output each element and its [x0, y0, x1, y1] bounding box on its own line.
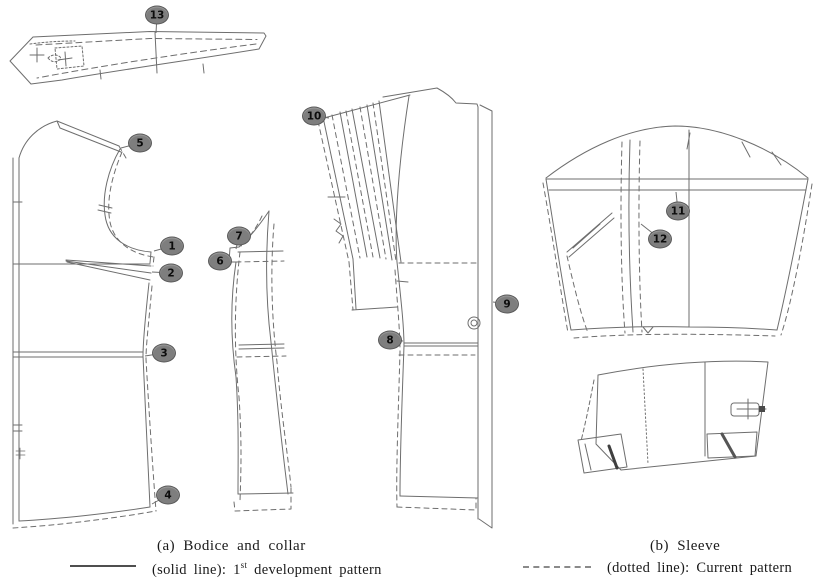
strips-bottom-closure: [351, 258, 398, 311]
cuff-vent-rect: [577, 433, 628, 474]
dotted-line-swatch: [523, 566, 591, 568]
front-hem: [399, 495, 479, 499]
cuff-lower-vent-bar: [720, 432, 737, 459]
upper-sleeve-pattern: [542, 125, 813, 339]
cuff-left-dashed: [580, 379, 595, 442]
collar-buttonhole-details: [29, 40, 85, 70]
marker-11: 11: [666, 201, 690, 221]
back-dart-lines: [65, 259, 152, 281]
sleeve-left-edge: [545, 178, 572, 331]
armhole-notch: [97, 204, 113, 214]
back-shoulder-tip-dashed: [118, 145, 127, 159]
front-neck-shoulder: [382, 87, 479, 108]
sleeve-inner-seam: [628, 139, 634, 333]
front-waist-lines: [403, 342, 479, 347]
front-left-edge-dashed: [394, 269, 401, 508]
back-shoulder: [56, 120, 122, 153]
front-facing-edge: [478, 104, 493, 529]
sleeve-elbow-dart: [566, 212, 615, 258]
back-armhole: [103, 148, 152, 253]
caption-panel-a: (a) Bodice and collar: [157, 538, 306, 554]
back-neck-curve: [18, 120, 58, 159]
marker-5: 5: [128, 133, 152, 153]
legend-a-pre: (solid line): 1: [152, 561, 241, 578]
sleeve-right-edge-dashed: [780, 183, 813, 336]
lower-sleeve-pattern: [577, 360, 769, 474]
front-button-inner: [470, 319, 478, 327]
cuff-lower-vent: [706, 431, 758, 459]
front-notch: [327, 196, 409, 283]
marker-10: 10: [302, 106, 326, 126]
sleeve-right-edge: [776, 178, 809, 331]
back-armhole-dashed: [108, 151, 155, 258]
back-bodice-pattern: [12, 120, 157, 529]
marker-7: 7: [227, 226, 251, 246]
side-panel-waist-dashed: [236, 355, 287, 358]
front-button: [467, 316, 481, 330]
side-panel-chest-dashed: [235, 260, 285, 263]
marker-12: 12: [648, 229, 672, 249]
sleeve-cap-curve: [545, 125, 809, 179]
legend-a-sup: st: [240, 560, 248, 570]
marker-6: 6: [208, 251, 232, 271]
side-panel-left-edge: [231, 261, 239, 495]
cb-notches: [12, 201, 23, 432]
cb-grainline-mark: [15, 447, 26, 460]
cuff-placket-button: [759, 406, 765, 412]
sleeve-left-edge-dashed: [542, 182, 569, 334]
marker-1: 1: [160, 236, 184, 256]
back-hem: [18, 506, 151, 522]
collar-cross-marks: [29, 47, 73, 67]
side-panel-waist-lines: [238, 343, 285, 350]
collar-inner-dashed-bottom: [36, 43, 257, 79]
strips-solid-lines: [322, 100, 402, 263]
center-back-lines: [12, 157, 20, 525]
marker-3: 3: [152, 343, 176, 363]
back-hem-dashed: [12, 510, 157, 529]
collar-notches: [99, 63, 205, 80]
legend-panel-b: (dotted line): Current pattern: [607, 560, 793, 576]
legend-a-post: development pattern: [247, 561, 382, 578]
side-panel-chest-line: [237, 250, 284, 253]
marker-8: 8: [378, 330, 402, 350]
back-side-seam: [142, 251, 152, 508]
strips-vent-zigzag: [333, 218, 344, 244]
marker-9: 9: [495, 294, 519, 314]
marker-2: 2: [159, 263, 183, 283]
collar-center-line: [154, 32, 158, 74]
strips-dashed-lines: [317, 102, 397, 263]
marker-4: 4: [156, 485, 180, 505]
sleeve-inner-seam-dashed: [620, 140, 643, 334]
collar-inner-dashed-top: [35, 38, 258, 46]
back-side-seam-dashed: [145, 256, 157, 512]
front-facing-strips: [317, 94, 411, 311]
cuff-dotted-line: [642, 368, 649, 465]
solid-line-swatch: [70, 565, 136, 567]
side-panel-dashed: [233, 215, 292, 512]
caption-panel-b: (b) Sleeve: [650, 538, 721, 554]
sleeve-bottom-vee: [642, 326, 654, 334]
strips-top-edge: [319, 94, 411, 120]
strips-bottom-dashed: [348, 261, 354, 311]
side-panel-right-edge: [266, 210, 289, 495]
side-panel-bottom: [237, 492, 294, 495]
legend-panel-a: (solid line): 1st development pattern: [152, 560, 382, 579]
sleeve-bicep-lines: [545, 178, 809, 191]
sleeve-bottom-dashed: [573, 333, 776, 339]
front-bodice-pattern: [317, 87, 493, 529]
sleeve-dart-dashed: [566, 255, 589, 334]
collar-pattern: [9, 31, 267, 85]
marker-13: 13: [145, 5, 169, 25]
cuff-vent-bar: [607, 444, 619, 470]
collar-outline: [9, 31, 267, 85]
back-waist-lines: [12, 351, 144, 358]
figure-captions: (a) Bodice and collar (solid line): 1st …: [0, 534, 828, 588]
front-left-edge: [395, 95, 410, 497]
